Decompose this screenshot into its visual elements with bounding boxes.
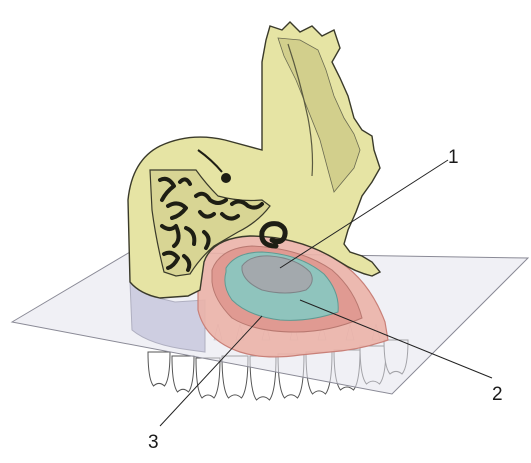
infraorbital-foramen <box>221 173 231 183</box>
tooth-crown <box>196 358 220 398</box>
callout-label-3: 3 <box>148 433 159 452</box>
tooth-crown <box>148 352 170 386</box>
callout-label-1: 1 <box>448 148 459 167</box>
tooth-crown <box>172 356 194 392</box>
callout-label-2: 2 <box>492 385 503 404</box>
